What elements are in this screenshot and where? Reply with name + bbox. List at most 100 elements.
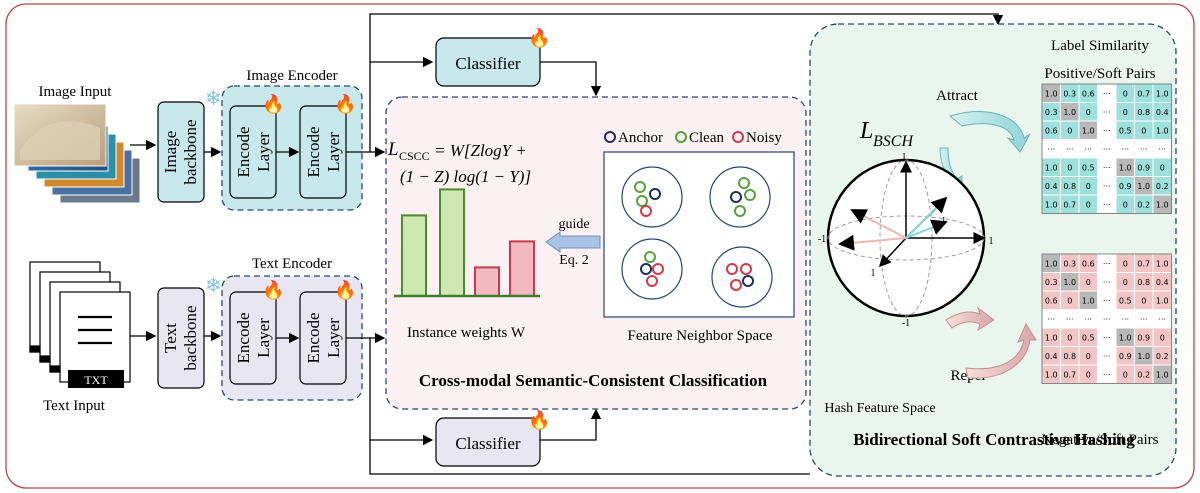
image-layer1-line1: Encode (234, 127, 253, 178)
matrix-cell-value: 0.8 (1137, 278, 1150, 287)
neighbor-point (634, 181, 646, 193)
text-layer2-line1: Encode (304, 313, 323, 364)
matrix-cell-value: 1.0 (1063, 278, 1076, 287)
image-layer2-line1: Encode (304, 127, 323, 178)
classifier-bottom (435, 417, 541, 467)
cscc-formula-line2: (1 − Z) log(1 − Y)] (400, 167, 531, 186)
neighbor-point (640, 205, 652, 217)
matrix-cell-value: ··· (1066, 315, 1074, 324)
matrix-cell-value: 1.0 (1119, 163, 1132, 172)
text-input-label: Text Input (43, 398, 106, 414)
text-backbone-line1: Text (161, 323, 180, 353)
image-encoder-title: Image Encoder (246, 68, 337, 84)
matrix-cell-value: ··· (1121, 315, 1129, 324)
matrix-cell-value: ··· (1103, 145, 1111, 154)
axis-inner-right: -1 (938, 216, 946, 227)
matrix-cell-value: 1.0 (1045, 333, 1058, 342)
label-similarity: Label Similarity (1051, 38, 1149, 54)
clean-legend-icon (675, 131, 687, 143)
matrix-cell-value: ··· (1103, 163, 1111, 172)
matrix-cell-value: 0.4 (1156, 108, 1169, 117)
axis-top: 1 (902, 152, 907, 163)
neighbor-point (730, 191, 742, 203)
matrix-cell-value: ··· (1158, 145, 1166, 154)
matrix-cell-value: 0.2 (1156, 182, 1169, 191)
image-input-label: Image Input (39, 84, 113, 100)
matrix-cell-value: 0 (1067, 296, 1072, 305)
matrix-cell-value: 0.7 (1063, 200, 1076, 209)
repel-arrow-icon (945, 306, 995, 332)
image-layer1-line2: Layer (254, 132, 273, 172)
text-layer1-line2: Layer (254, 318, 273, 358)
matrix-cell-value: 0 (1123, 259, 1128, 268)
neighbor-point (730, 279, 742, 291)
flame-icon: 🔥 (262, 279, 284, 300)
text-input-stack (29, 261, 131, 388)
matrix-cell-value: 0 (1067, 163, 1072, 172)
instance-weight-bar (474, 266, 500, 297)
matrix-cell-value: 1.0 (1156, 296, 1169, 305)
classifier-top (435, 37, 541, 87)
matrix-cell-value: 0 (1067, 126, 1072, 135)
matrix-cell-value: 1.0 (1045, 163, 1058, 172)
legend-anchor: Anchor (618, 130, 663, 146)
text-backbone-line2: backbone (181, 305, 200, 370)
matrix-cell-value: 0 (1141, 126, 1146, 135)
matrix-cell-value: ··· (1084, 145, 1092, 154)
matrix-cell-value: 0 (1086, 278, 1091, 287)
flame-icon: 🔥 (528, 27, 550, 48)
matrix-cell-value: ··· (1103, 108, 1111, 117)
text-layer1-line1: Encode (234, 313, 253, 364)
matrix-cell-value: 1.0 (1137, 182, 1150, 191)
matrix-cell-value: 0.5 (1119, 296, 1132, 305)
matrix-cell-value: 0.8 (1063, 352, 1076, 361)
matrix-cell-value: 0 (1123, 89, 1128, 98)
flame-icon: 🔥 (334, 279, 356, 300)
matrix-cell-value: 0.3 (1063, 259, 1076, 268)
matrix-cell-value: 0 (1160, 333, 1165, 342)
flame-icon: 🔥 (528, 409, 550, 430)
matrix-cell-value: ··· (1047, 315, 1055, 324)
matrix-cell-value: 0.4 (1045, 182, 1058, 191)
neighbor-point (742, 275, 754, 287)
matrix-cell-value: 0.8 (1063, 182, 1076, 191)
matrix-cell-value: 0.5 (1082, 163, 1095, 172)
noisy-legend-icon (732, 131, 744, 143)
bsch-loss-subscript: BSCH (873, 133, 914, 150)
cscc-legend: Anchor Clean Noisy (604, 130, 782, 146)
matrix-cell-value: 0 (1086, 200, 1091, 209)
matrix-cell-value: ··· (1158, 315, 1166, 324)
snowflake-icon: ❄ (205, 275, 222, 297)
matrix-cell-value: ··· (1103, 200, 1111, 209)
feature-space-label: Feature Neighbor Space (628, 328, 773, 344)
attract-label: Attract (936, 88, 978, 104)
matrix-cell-value: ··· (1103, 126, 1111, 135)
cscc-loss-symbol: L (387, 139, 399, 160)
neighbor-point (726, 263, 738, 275)
attract-arrow-icon (948, 111, 1031, 153)
anchor-legend-icon (604, 131, 616, 143)
flame-icon: 🔥 (334, 93, 356, 114)
bsch-title: Bidirectional Soft Contrastive Hashing (853, 430, 1135, 449)
flame-icon: 🔥 (262, 93, 284, 114)
matrix-cell-value: ··· (1066, 145, 1074, 154)
axis-left: -1 (818, 234, 826, 245)
negative-title: Negative/Soft Pairs (1041, 432, 1158, 448)
cscc-loss-subscript: CSCC (399, 149, 430, 163)
matrix-cell-value: 0.2 (1137, 200, 1150, 209)
matrix-cell-value: 0.9 (1137, 163, 1150, 172)
matrix-cell-value: 1.0 (1082, 296, 1095, 305)
matrix-cell-value: 0.2 (1137, 370, 1150, 379)
matrix-cell-value: ··· (1103, 278, 1111, 287)
matrix-cell-value: 0.4 (1045, 352, 1058, 361)
text-encoder-title: Text Encoder (252, 256, 332, 272)
classifier-top-label: Classifier (455, 54, 520, 73)
matrix-cell-value: 0.2 (1156, 352, 1169, 361)
matrix-cell-value: ··· (1084, 315, 1092, 324)
matrix-cell-value: 0 (1123, 370, 1128, 379)
matrix-cell-value: ··· (1103, 182, 1111, 191)
axis-bottom: -1 (902, 318, 910, 329)
matrix-cell-value: 0.9 (1119, 352, 1132, 361)
